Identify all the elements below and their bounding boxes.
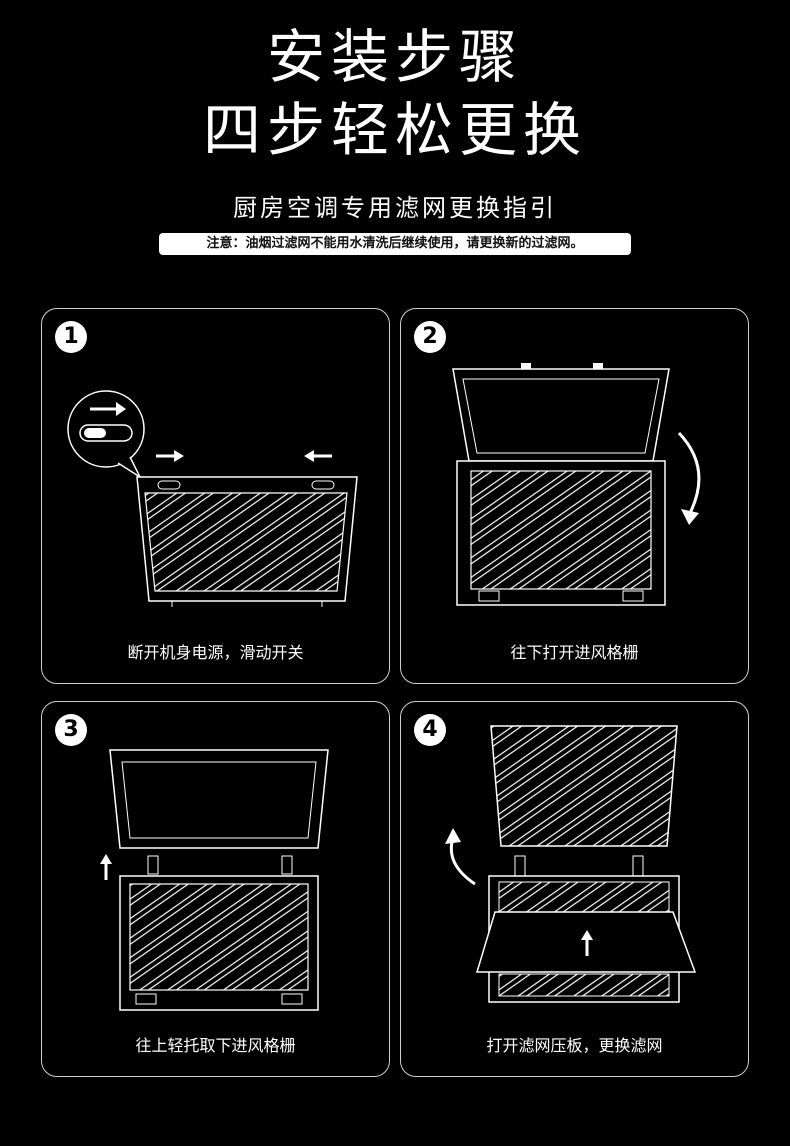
page-title: 安装步骤 — [266, 23, 523, 91]
filter-mesh — [129, 883, 309, 991]
step-caption-4: 打开滤网压板，更换滤网 — [486, 1036, 663, 1055]
arrow-up-icon — [581, 930, 593, 956]
page-title-line2: 四步轻松更换 — [202, 96, 587, 164]
page-subtitle: 厨房空调专用滤网更换指引 — [233, 194, 557, 222]
step-card-3: 3 往上轻托取下进风格栅 — [41, 701, 390, 1077]
step-caption-2: 往下打开进风格栅 — [510, 643, 639, 662]
curved-arrow-down-icon — [677, 431, 701, 525]
arrow-right-icon — [90, 402, 126, 416]
step1-illustration — [67, 390, 358, 607]
arrow-right-icon — [156, 450, 184, 462]
step-card-1: 1 断开机身电源，滑动开关 — [41, 308, 390, 684]
step-card-2: 2 往下打开进风格栅 — [400, 308, 749, 684]
intake-grille-removed — [109, 749, 329, 849]
filter-mesh — [470, 470, 652, 590]
step4-illustration — [445, 725, 697, 1003]
curved-arrow-up-icon — [445, 828, 476, 886]
new-filter-panel — [490, 725, 678, 847]
arrow-up-icon — [100, 854, 112, 880]
notice-banner: 注意：油烟过滤网不能用水清洗后继续使用，请更换新的过滤网。 — [159, 233, 631, 255]
step2-illustration — [452, 363, 701, 606]
step-caption-3: 往上轻托取下进风格栅 — [135, 1036, 296, 1055]
step-number-4: 4 — [414, 714, 446, 746]
intake-grille-open — [452, 368, 670, 462]
step-number-1: 1 — [55, 321, 87, 353]
step-number-3: 3 — [55, 714, 87, 746]
step-card-4: 4 打开滤网压板，更换滤网 — [400, 701, 749, 1077]
step-caption-1: 断开机身电源，滑动开关 — [127, 643, 304, 662]
step-number-2: 2 — [414, 321, 446, 353]
step3-illustration — [100, 749, 329, 1011]
arrow-left-icon — [304, 450, 332, 462]
